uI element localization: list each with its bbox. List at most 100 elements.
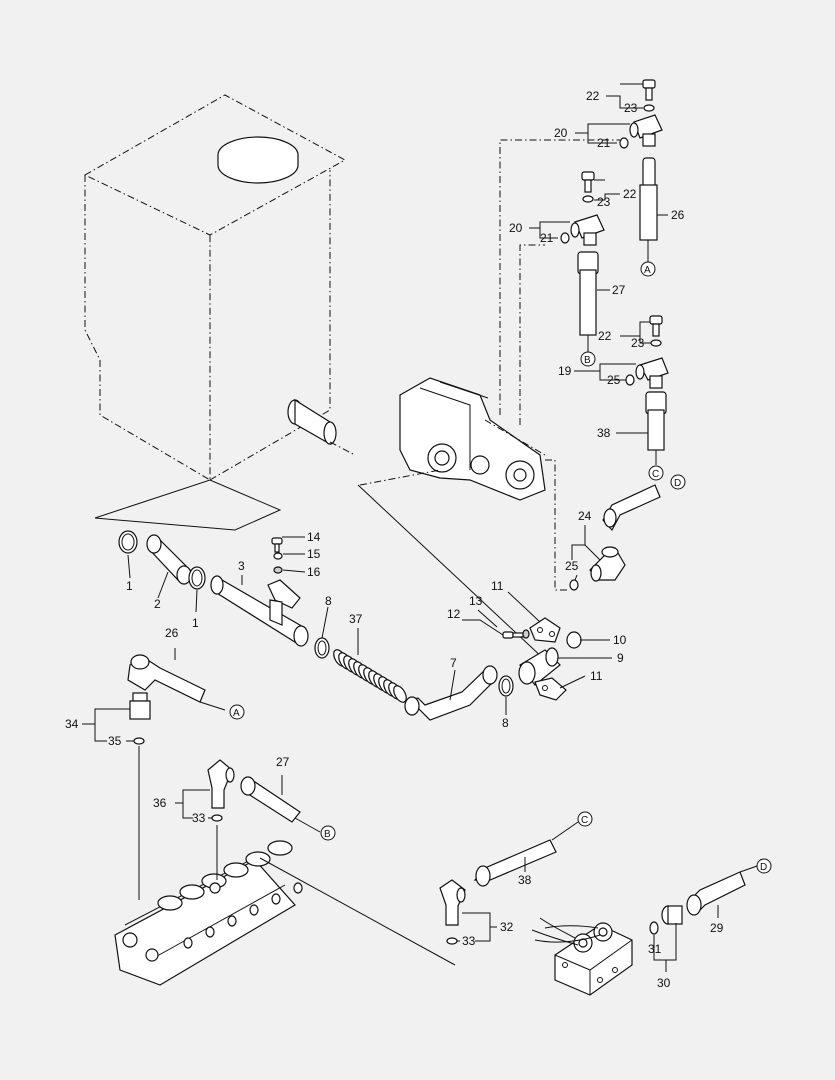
washer-16	[273, 566, 283, 574]
flange-fitting-9	[518, 647, 561, 686]
split-flange-11-upper	[529, 617, 561, 643]
hose-38-lower	[473, 839, 557, 887]
hose-clamp-1-left	[118, 530, 138, 554]
hose-27-lower	[240, 776, 301, 823]
bolt-22-top	[642, 79, 656, 101]
bolt-12	[502, 631, 524, 639]
label-1-left: 1	[126, 579, 133, 593]
elbow-fitting-37	[207, 759, 235, 809]
tee-fitting-20-top	[629, 114, 663, 147]
connector-c-top: C	[648, 465, 664, 481]
oring-21-mid	[560, 232, 570, 244]
elbow-fitting-24	[589, 546, 626, 582]
oring-23-mid	[582, 195, 594, 203]
adapter-32	[661, 905, 683, 925]
oring-31-left	[211, 814, 223, 822]
label-29: 29	[710, 921, 724, 935]
washer-15	[273, 552, 283, 560]
label-16: 16	[307, 565, 321, 579]
label-21-mid: 21	[540, 231, 554, 245]
bolt-22-lower	[649, 315, 663, 337]
hose-26	[639, 157, 658, 258]
connector-c-lower: C	[577, 811, 593, 827]
svg-text:D: D	[674, 478, 681, 489]
part-labels: 22 23 20 21 22 23 26 20 21 27 22 23 19 2…	[65, 89, 724, 990]
label-30: 32	[500, 920, 514, 934]
hydraulic-pump	[399, 377, 546, 501]
svg-text:C: C	[652, 469, 659, 480]
label-25-lower: 25	[565, 559, 579, 573]
hose-clamp-1-right	[188, 566, 206, 590]
label-3: 3	[238, 559, 245, 573]
bolt-14	[271, 537, 283, 553]
label-11-lower: 11	[590, 669, 603, 683]
label-27-top: 27	[612, 283, 626, 297]
hose-2	[146, 534, 192, 585]
oring-10	[566, 631, 582, 649]
label-31-left: 33	[192, 811, 206, 825]
connector-a-top: A	[640, 261, 656, 277]
label-36: 37	[349, 612, 363, 626]
connector-b-top: B	[580, 351, 596, 367]
tee-fitting-20-mid	[570, 214, 605, 246]
spring-guard-36	[333, 649, 407, 703]
oring-23-lower	[650, 339, 662, 347]
oring-25-lower	[569, 579, 579, 591]
label-38-lower: 38	[518, 873, 532, 887]
label-22-mid: 22	[623, 187, 637, 201]
hose-38-upper	[645, 391, 667, 465]
label-32: 30	[657, 976, 671, 990]
label-2: 2	[154, 597, 161, 611]
hose-clamp-8-right	[498, 675, 514, 697]
label-23-mid: 23	[597, 195, 611, 209]
label-15: 15	[307, 547, 321, 561]
oring-25-upper	[625, 374, 635, 386]
oring-23-top	[643, 104, 655, 112]
connector-b-lower: B	[320, 825, 336, 841]
connector-a-lower: A	[229, 704, 245, 720]
split-flange-11-lower	[534, 677, 567, 701]
svg-text:B: B	[324, 829, 331, 840]
control-valve-block	[114, 840, 303, 986]
hose-7	[404, 665, 498, 721]
svg-text:D: D	[760, 862, 767, 873]
svg-text:C: C	[581, 815, 588, 826]
hose-clamp-8-left	[314, 637, 330, 659]
label-34: 34	[65, 717, 79, 731]
label-13: 13	[469, 594, 483, 608]
oring-31-right	[446, 937, 458, 945]
label-20-mid: 20	[509, 221, 523, 235]
label-24: 24	[578, 509, 592, 523]
svg-text:A: A	[644, 265, 651, 276]
elbow-fitting-30	[439, 879, 466, 926]
label-31-right: 33	[462, 934, 476, 948]
solenoid-valve-block	[531, 917, 633, 996]
label-25-upper: 25	[607, 373, 621, 387]
washer-13	[522, 629, 530, 639]
label-21-top: 21	[597, 136, 611, 150]
label-8-left: 8	[325, 594, 332, 608]
tank-outlet-fitting	[287, 398, 356, 456]
label-22-lower: 22	[598, 329, 612, 343]
label-35: 35	[108, 734, 122, 748]
label-1-right: 1	[192, 616, 199, 630]
label-8-right: 8	[502, 716, 509, 730]
label-26-lower: 26	[165, 626, 179, 640]
label-38-upper: 38	[597, 426, 611, 440]
connector-d-lower: D	[756, 858, 772, 874]
label-27-lower: 27	[276, 755, 290, 769]
label-22-top: 22	[586, 89, 600, 103]
svg-text:A: A	[233, 708, 240, 719]
hose-29	[686, 871, 746, 916]
hydraulic-tank	[83, 94, 347, 481]
connector-d-top: D	[670, 474, 686, 490]
label-12: 12	[447, 607, 461, 621]
svg-text:B: B	[584, 355, 591, 366]
label-9: 9	[617, 651, 624, 665]
oring-33	[649, 921, 659, 935]
hose-d-upper	[602, 484, 661, 532]
label-37: 36	[153, 796, 167, 810]
label-19: 19	[558, 364, 572, 378]
tee-fitting-19	[635, 357, 669, 389]
